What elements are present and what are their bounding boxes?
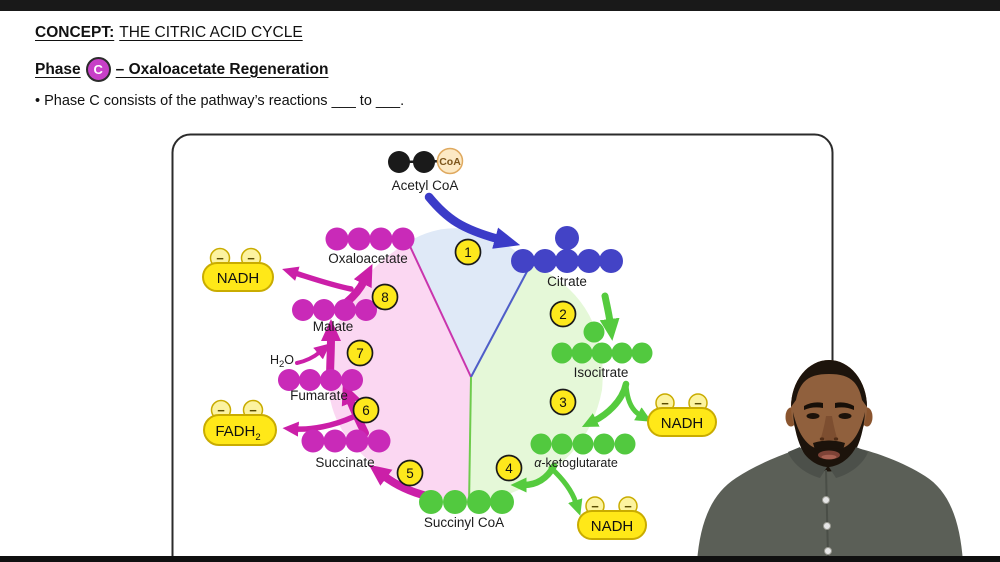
succinate-label: Succinate <box>315 455 374 470</box>
isocitrate-label: Isocitrate <box>574 365 629 380</box>
svg-text:6: 6 <box>362 403 370 418</box>
phase-a-wedge <box>408 228 531 377</box>
instructor-nose <box>821 416 837 441</box>
molecule-succinate: Succinate <box>301 429 391 470</box>
nadh-label: NADH <box>661 415 704 432</box>
minus-icon: − <box>624 499 632 514</box>
molecule-acetyl-coa: CoA Acetyl CoA <box>388 147 464 193</box>
phase-label: Phase <box>35 60 81 78</box>
minus-icon: − <box>661 396 669 411</box>
shirt-button <box>823 522 831 530</box>
coa-label: CoA <box>439 156 461 168</box>
instructor-hair <box>791 360 867 407</box>
phase-c-badge: C <box>85 57 111 82</box>
minus-icon: − <box>591 499 599 514</box>
minus-icon: − <box>216 251 224 266</box>
molecule-citrate: Citrate <box>511 226 623 289</box>
minus-icon: − <box>249 403 257 418</box>
nadh-badge-isocitrate: − − NADH <box>647 393 717 437</box>
phase-letter: C <box>93 62 103 77</box>
instructor-eyebrow-right <box>835 402 854 410</box>
shirt-button <box>822 496 830 504</box>
instructor-video-overlay <box>697 360 963 562</box>
step-numbers: 1 2 3 4 5 6 7 8 <box>346 238 577 487</box>
instructor-mustache <box>813 440 845 450</box>
step-2: 2 <box>549 300 577 328</box>
coa-circle <box>436 147 464 175</box>
citrate-label: Citrate <box>547 274 587 289</box>
fadh2-badge: − − FADH2 <box>203 399 277 446</box>
phase-title: – Oxaloacetate Regeneration <box>115 60 329 78</box>
instructor-head <box>791 360 867 454</box>
instructor-beard <box>793 412 865 472</box>
fumarate-label: Fumarate <box>290 388 348 403</box>
arrow-step-2 <box>599 292 620 341</box>
step-7: 7 <box>346 339 374 367</box>
step-5: 5 <box>396 459 424 487</box>
svg-text:1: 1 <box>464 245 472 260</box>
minus-icon: − <box>217 403 225 418</box>
step-1: 1 <box>454 238 482 266</box>
svg-text:8: 8 <box>381 290 389 305</box>
arrow-step-8-nadh <box>282 266 354 292</box>
phase-description: • Phase C consists of the pathway’s reac… <box>35 93 405 109</box>
molecule-oxaloacetate: Oxaloacetate <box>325 227 415 266</box>
concept-title: THE CITRIC ACID CYCLE <box>119 24 303 41</box>
concept-heading: CONCEPT:THE CITRIC ACID CYCLE <box>35 24 303 42</box>
arrow-step-4-nadh <box>548 465 583 516</box>
shirt-button <box>824 547 832 555</box>
svg-text:4: 4 <box>505 461 513 476</box>
nadh-badge-ketoglutarate: − − NADH <box>577 496 647 540</box>
molecule-succinyl-coa: Succinyl CoA <box>419 490 514 530</box>
svg-text:3: 3 <box>559 395 567 410</box>
top-letterbox-bar <box>0 0 1000 11</box>
step-3: 3 <box>549 388 577 416</box>
molecule-isocitrate: Isocitrate <box>551 321 653 380</box>
h2o-label: H2O <box>270 353 294 370</box>
minus-icon: − <box>694 396 702 411</box>
arrow-step-3-nadh <box>623 381 652 422</box>
molecule-malate: Malate <box>292 299 377 334</box>
oxaloacetate-label: Oxaloacetate <box>328 251 408 266</box>
nadh-label: NADH <box>591 518 634 535</box>
nadh-label: NADH <box>217 270 260 287</box>
step-6: 6 <box>352 396 380 424</box>
molecule-alpha-ketoglutarate: α-ketoglutarate <box>530 433 636 470</box>
acetyl-coa-label: Acetyl CoA <box>392 178 459 193</box>
succinyl-coa-label: Succinyl CoA <box>424 515 504 530</box>
concept-label: CONCEPT: <box>35 24 115 41</box>
instructor-shirt <box>697 440 963 562</box>
svg-text:5: 5 <box>406 466 414 481</box>
fadh2-label: FADH2 <box>215 423 260 443</box>
molecule-fumarate: Fumarate <box>278 369 363 403</box>
svg-text:7: 7 <box>356 346 364 361</box>
arrow-h2o <box>295 343 331 365</box>
instructor-eye-right <box>838 413 852 419</box>
svg-text:2: 2 <box>559 307 567 322</box>
step-8: 8 <box>371 283 399 311</box>
alpha-ketoglutarate-label: α-ketoglutarate <box>534 456 618 470</box>
phase-heading: Phase C – Oxaloacetate Regeneration <box>35 57 328 82</box>
instructor-collar <box>788 447 827 478</box>
bottom-letterbox-bar <box>0 556 1000 562</box>
step-4: 4 <box>495 454 523 482</box>
minus-icon: − <box>247 251 255 266</box>
arrow-step-1 <box>424 192 521 249</box>
arrow-step-6-fadh2 <box>282 414 356 437</box>
instructor-eye-left <box>806 413 820 419</box>
instructor-eyebrow-left <box>804 402 823 410</box>
malate-label: Malate <box>313 319 354 334</box>
nadh-badge-oxaloacetate: − − NADH <box>202 247 274 292</box>
